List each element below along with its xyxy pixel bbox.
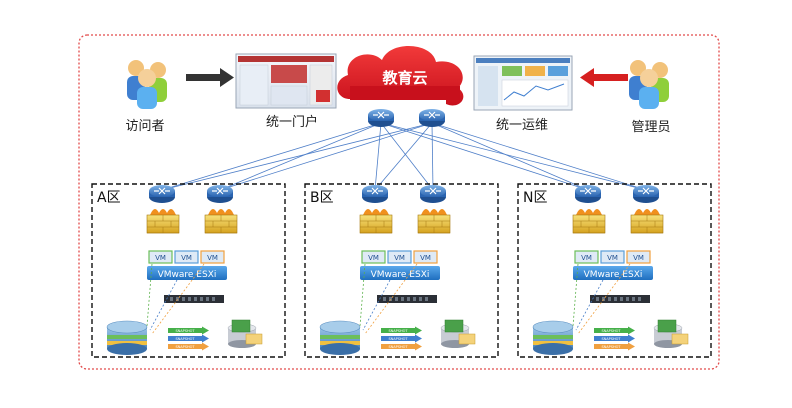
backup-storage-icon bbox=[227, 319, 263, 348]
admin-label: 管理员 bbox=[631, 120, 670, 135]
esxi-bar bbox=[360, 266, 440, 280]
zone-router-icon bbox=[575, 185, 601, 203]
zone-router-icon bbox=[149, 185, 175, 203]
snapshot-arrow: SNAPSHOT bbox=[594, 326, 635, 335]
esxi-label: VMware ESXi bbox=[158, 270, 217, 280]
vm-box bbox=[574, 250, 599, 264]
vm-label: VM bbox=[207, 254, 218, 262]
snapshot-arrow: SNAPSHOT bbox=[381, 342, 422, 351]
snapshot-label: SNAPSHOT bbox=[388, 345, 408, 349]
vm-label: VM bbox=[581, 254, 592, 262]
esxi-label: VMware ESXi bbox=[584, 270, 643, 280]
dashboard-screenshot-icon bbox=[473, 55, 573, 111]
cloud-label: 教育云 bbox=[381, 69, 427, 87]
zone-router-icon bbox=[633, 185, 659, 203]
firewall-icon bbox=[417, 209, 451, 234]
zone-title: N区 bbox=[523, 190, 547, 206]
snapshot-arrow: SNAPSHOT bbox=[168, 326, 209, 335]
snapshot-arrow: SNAPSHOT bbox=[381, 326, 422, 335]
firewall-icon bbox=[204, 209, 238, 234]
outer-boundary bbox=[78, 34, 720, 370]
vm-label: VM bbox=[155, 254, 166, 262]
snapshot-label: SNAPSHOT bbox=[601, 345, 621, 349]
users-group-icon bbox=[127, 60, 167, 109]
esxi-label: VMware ESXi bbox=[371, 270, 430, 280]
zone-title: B区 bbox=[310, 190, 334, 206]
vm-label: VM bbox=[420, 254, 431, 262]
storage-disk-icon bbox=[532, 320, 574, 355]
firewall-icon bbox=[572, 209, 606, 234]
arrow-left-icon bbox=[580, 68, 628, 87]
snapshot-label: SNAPSHOT bbox=[388, 337, 408, 341]
core-router-icon bbox=[419, 109, 445, 127]
snapshot-arrow: SNAPSHOT bbox=[381, 334, 422, 343]
vm-box bbox=[413, 250, 438, 264]
vm-label: VM bbox=[181, 254, 192, 262]
vm-box bbox=[200, 250, 225, 264]
snapshot-label: SNAPSHOT bbox=[601, 329, 621, 333]
vm-box bbox=[361, 250, 386, 264]
snapshot-label: SNAPSHOT bbox=[175, 337, 195, 341]
core-routers bbox=[368, 109, 445, 127]
cloud-icon bbox=[337, 45, 464, 106]
vm-label: VM bbox=[633, 254, 644, 262]
snapshot-arrow: SNAPSHOT bbox=[594, 342, 635, 351]
arrow-right-icon bbox=[186, 68, 234, 87]
vm-box bbox=[148, 250, 173, 264]
backup-storage-icon bbox=[440, 319, 476, 348]
zone-router-icon bbox=[420, 185, 446, 203]
web-page-screenshot-icon bbox=[235, 53, 337, 109]
storage-disk-icon bbox=[106, 320, 148, 355]
snapshot-label: SNAPSHOT bbox=[601, 337, 621, 341]
admin-group-icon bbox=[629, 60, 669, 109]
network-links bbox=[161, 122, 647, 191]
visitor-label: 访问者 bbox=[125, 119, 164, 134]
zone-boundary bbox=[91, 183, 286, 358]
vm-label: VM bbox=[368, 254, 379, 262]
vm-box bbox=[387, 250, 412, 264]
snapshot-arrow: SNAPSHOT bbox=[168, 334, 209, 343]
zone-router-icon bbox=[362, 185, 388, 203]
core-router-icon bbox=[368, 109, 394, 127]
vm-label: VM bbox=[394, 254, 405, 262]
zone-title: A区 bbox=[97, 190, 121, 206]
snapshot-label: SNAPSHOT bbox=[175, 345, 195, 349]
zone-boundary bbox=[304, 183, 499, 358]
esxi-bar bbox=[573, 266, 653, 280]
firewall-icon bbox=[359, 209, 393, 234]
snapshot-label: SNAPSHOT bbox=[388, 329, 408, 333]
esxi-bar bbox=[147, 266, 227, 280]
backup-storage-icon bbox=[653, 319, 689, 348]
zone-boundary bbox=[517, 183, 712, 358]
vm-box bbox=[600, 250, 625, 264]
vm-box bbox=[174, 250, 199, 264]
storage-disk-icon bbox=[319, 320, 361, 355]
zone-router-icon bbox=[207, 185, 233, 203]
vm-label: VM bbox=[607, 254, 618, 262]
snapshot-label: SNAPSHOT bbox=[175, 329, 195, 333]
portal-label: 统一门户 bbox=[266, 114, 318, 130]
firewall-icon bbox=[146, 209, 180, 234]
snapshot-arrow: SNAPSHOT bbox=[594, 334, 635, 343]
firewall-icon bbox=[630, 209, 664, 234]
snapshot-arrow: SNAPSHOT bbox=[168, 342, 209, 351]
ops-label: 统一运维 bbox=[496, 118, 548, 133]
vm-box bbox=[626, 250, 651, 264]
